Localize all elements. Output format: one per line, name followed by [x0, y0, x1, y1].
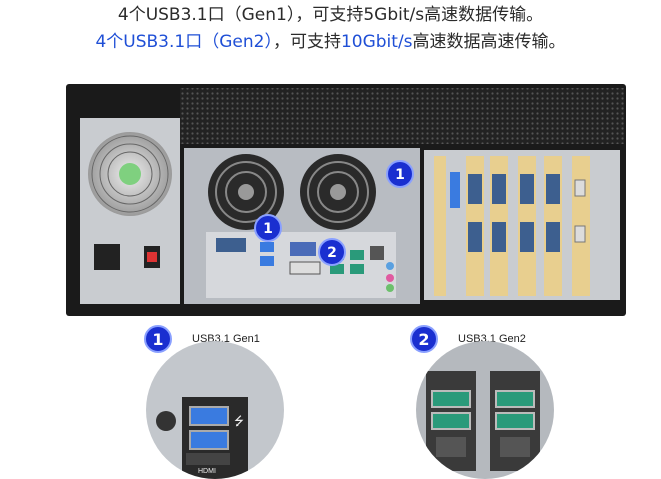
photo-badge-2-low [318, 238, 346, 266]
com-port [492, 174, 506, 204]
usb-gen1-port [260, 242, 274, 252]
usb-port-white [574, 179, 586, 197]
zoom-usb-port-1 [189, 406, 229, 426]
com-port [520, 222, 534, 252]
usb-gen2-port [350, 264, 364, 274]
com-port [468, 222, 482, 252]
audio-jack [386, 262, 394, 270]
zoom-usb-gen2-port [431, 412, 471, 430]
callout-badge-2: 2 [410, 325, 438, 353]
usb-gen1-port [260, 256, 274, 266]
psu-fan-hub [119, 163, 141, 185]
dvi-port [289, 261, 321, 275]
zoom-usb-gen1-illustration: ⭍ HDMI [146, 341, 284, 479]
heading-line-gen1: 4个USB3.1口（Gen1），可支持5Gbit/s高速数据传输。 [117, 5, 544, 25]
vga-port [290, 242, 316, 256]
photo-badge-1-mid-text: 1 [263, 221, 273, 237]
heading-gen2-support: ，可支持 [272, 32, 341, 52]
power-socket [94, 244, 120, 270]
com-port [520, 174, 534, 204]
usb-gen2-port [350, 250, 364, 260]
callout-badge-1: 1 [144, 325, 172, 353]
serial-port [216, 238, 246, 252]
photo-badge-1-top-text: 1 [395, 167, 405, 183]
com-port [546, 222, 560, 252]
com-port [468, 174, 482, 204]
zoom-usb-gen2-port [495, 412, 535, 430]
photo-badge-1-top [386, 160, 414, 188]
com-port [492, 222, 506, 252]
photo-badge-1-mid [254, 214, 282, 242]
zoom-usb-port-2 [189, 430, 229, 450]
lan-port [370, 246, 384, 260]
zoom-hdmi-label: HDMI [198, 468, 216, 475]
chassis-rear-photo: 1 1 2 [20, 66, 640, 316]
vent-grille [180, 88, 624, 144]
heading-gen2-speed: 10Gbit/s [340, 32, 413, 52]
heading-gen2-tail: 高速数据高速传输。 [412, 32, 566, 52]
heading-line-gen2: 4个USB3.1口（Gen2），可支持10Gbit/s高速数据高速传输。 [0, 30, 661, 54]
usb-symbol-icon: ⭍ [234, 414, 244, 428]
slot-bracket [434, 156, 446, 296]
zoom-usb-gen2-port [495, 390, 535, 408]
heading-gen2-ports: 4个USB3.1口（Gen2） [95, 32, 273, 52]
zoom-usb-gen2 [416, 341, 554, 479]
chassis-illustration: 1 1 2 [66, 84, 626, 316]
usb-port-white [574, 225, 586, 243]
photo-badge-2-low-text: 2 [327, 245, 337, 261]
usb-gen2-port [330, 264, 344, 274]
com-port [546, 174, 560, 204]
zoom-usb-gen1: ⭍ HDMI [146, 341, 284, 479]
usb-gen1-card-port [450, 172, 460, 208]
zoom-usb-gen2-illustration [416, 341, 554, 479]
zoom-usb-gen2-port [431, 390, 471, 408]
